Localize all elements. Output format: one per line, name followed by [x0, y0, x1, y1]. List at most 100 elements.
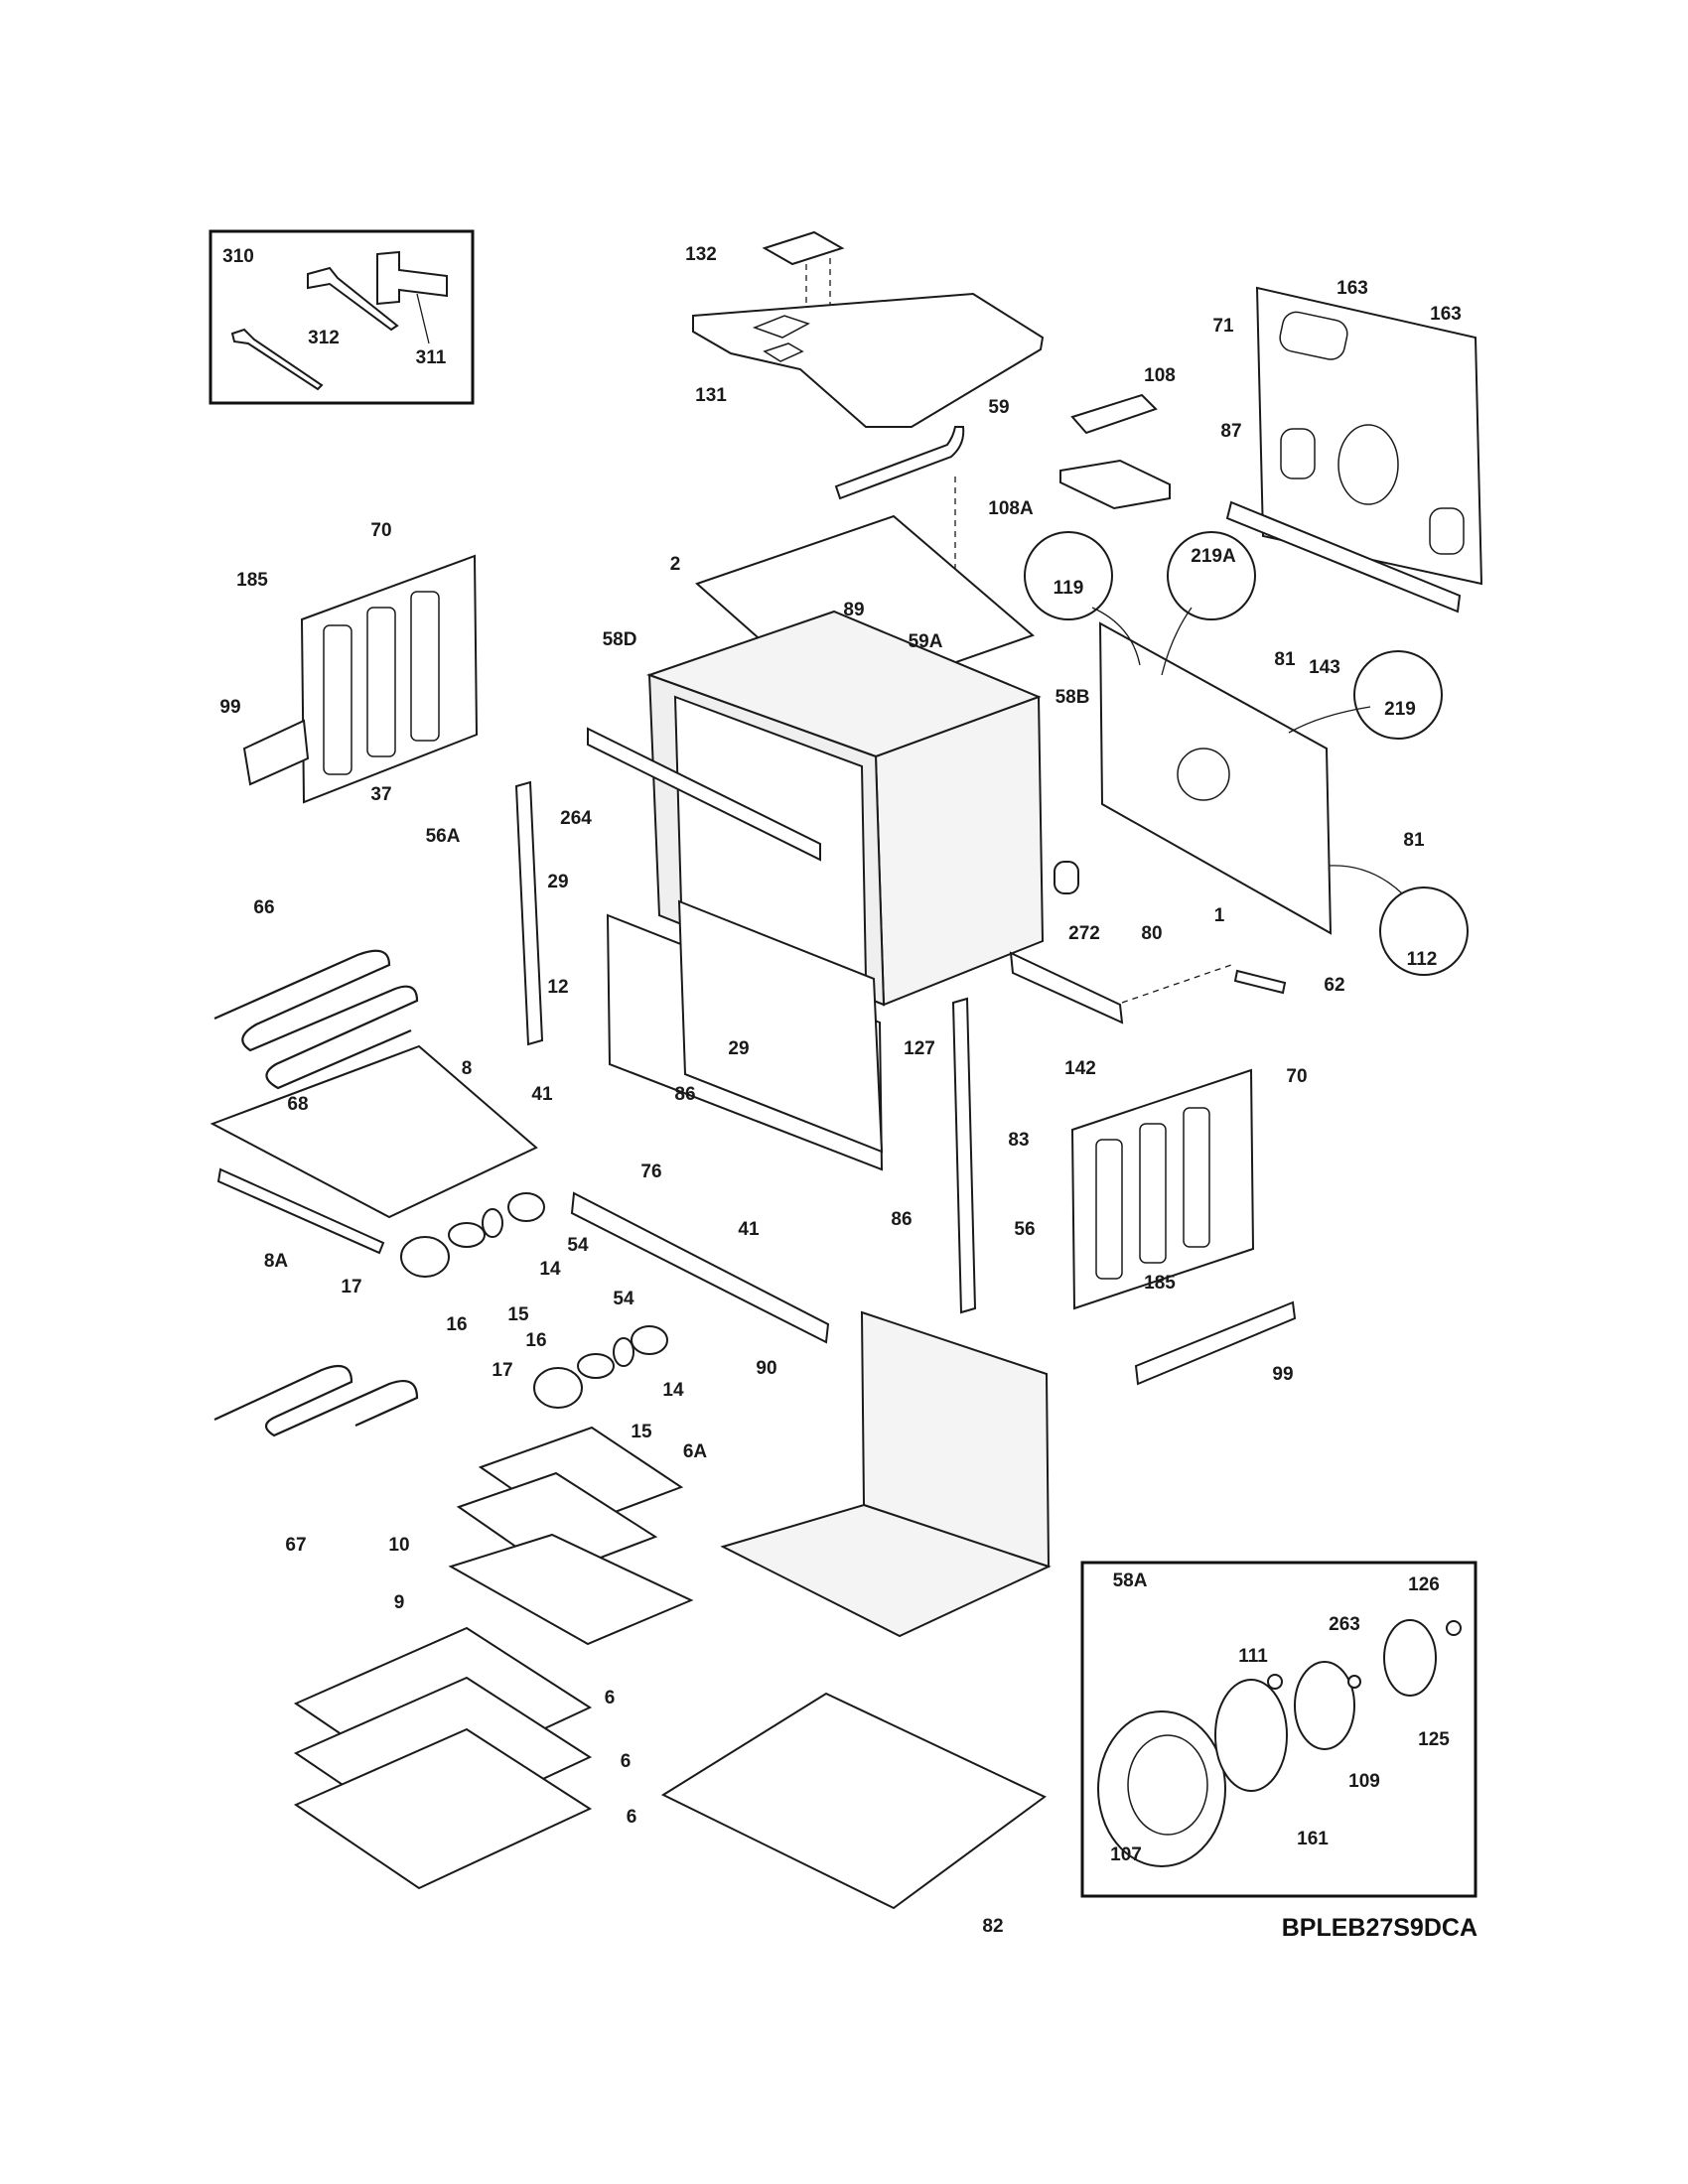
label-81-bottom: 81: [1403, 830, 1425, 851]
label-14-bottom: 14: [662, 1380, 684, 1401]
part-56-rail: [951, 997, 977, 1314]
panel-71-window-left: [1280, 428, 1316, 479]
callout-119-circle: [1024, 531, 1113, 620]
label-312: 312: [308, 328, 340, 348]
panel-70-left-slot-a: [323, 624, 352, 775]
part-58A-base: [720, 1503, 1052, 1638]
broil-pan: [210, 1044, 538, 1255]
part-54b-socket: [631, 1325, 668, 1355]
label-125: 125: [1418, 1729, 1450, 1750]
part-16a-lens: [400, 1236, 450, 1278]
label-41-top: 41: [531, 1084, 553, 1105]
part-15a-bulb: [448, 1222, 486, 1248]
panel-70-right-slot-b: [1139, 1123, 1167, 1264]
part-132-cover: [762, 230, 845, 266]
label-112: 112: [1407, 949, 1438, 970]
leader-311: [416, 293, 430, 344]
part-62-terminal: [1233, 969, 1287, 995]
label-67: 67: [285, 1535, 306, 1556]
label-142: 142: [1064, 1058, 1096, 1079]
part-54a-socket: [507, 1192, 545, 1222]
label-99-left: 99: [219, 697, 240, 718]
label-161: 161: [1297, 1829, 1329, 1849]
part-66-element: [213, 949, 419, 1090]
label-219: 219: [1384, 699, 1416, 720]
part-9-pan: [448, 1533, 694, 1646]
label-119: 119: [1054, 578, 1084, 599]
panel-70-right-slot-a: [1095, 1139, 1123, 1280]
part-263-washer: [1347, 1675, 1361, 1689]
part-8A-strip: [216, 1167, 385, 1255]
arrow-112: [1328, 865, 1403, 894]
label-70-left: 70: [370, 520, 391, 541]
label-310: 310: [222, 246, 254, 267]
callout-219A-circle: [1167, 531, 1256, 620]
part-272-cap: [1054, 861, 1079, 894]
label-219A: 219A: [1191, 546, 1236, 567]
label-6-top: 6: [605, 1688, 616, 1708]
label-68: 68: [287, 1094, 308, 1115]
label-126: 126: [1408, 1574, 1440, 1595]
part-14a-spring: [482, 1208, 503, 1238]
label-109: 109: [1348, 1771, 1380, 1792]
part-108: [1070, 393, 1158, 435]
control-bracket-assembly: [1024, 531, 1469, 995]
part-87-rail: [1225, 500, 1462, 614]
callout-219-circle: [1353, 650, 1443, 740]
dash-142: [1121, 964, 1232, 1004]
label-90: 90: [756, 1358, 776, 1379]
label-132: 132: [685, 244, 717, 265]
side-panel-70-right: [1070, 1068, 1297, 1386]
label-8A: 8A: [264, 1251, 289, 1272]
label-2: 2: [670, 554, 681, 575]
label-54-top: 54: [567, 1235, 589, 1256]
part-90-rail: [570, 1191, 830, 1344]
label-58B: 58B: [1055, 687, 1090, 708]
label-58A: 58A: [1113, 1570, 1148, 1591]
label-17-bottom: 17: [492, 1360, 512, 1381]
label-37: 37: [370, 784, 391, 805]
label-108: 108: [1144, 365, 1176, 386]
detail-131-tab: [752, 315, 810, 362]
racks-and-pans: [293, 1426, 694, 1890]
label-127: 127: [904, 1038, 935, 1059]
label-17-top: 17: [341, 1277, 361, 1297]
label-56A: 56A: [426, 826, 461, 847]
part-14b-spring: [613, 1337, 634, 1367]
part-161-element: [1214, 1679, 1288, 1792]
label-263: 263: [1329, 1614, 1360, 1635]
label-58D: 58D: [603, 629, 637, 650]
top-vent-assembly: [692, 230, 1045, 428]
lamp-assemblies: [400, 1192, 668, 1409]
panel-71-window-right: [1429, 507, 1465, 555]
label-163-left: 163: [1336, 278, 1368, 299]
label-41-bottom: 41: [738, 1219, 760, 1240]
panel-70-left-slot-c: [410, 591, 440, 742]
bracket-1-round-cutout: [1177, 748, 1230, 801]
part-264-trim: [587, 727, 821, 862]
part-99-right-rail: [1134, 1300, 1297, 1386]
arrow-219A: [1161, 607, 1193, 676]
label-15-top: 15: [507, 1304, 529, 1325]
part-125-motor: [1383, 1619, 1437, 1697]
label-311: 311: [416, 347, 447, 368]
label-56: 56: [1014, 1219, 1035, 1240]
bottom-tray: [660, 1692, 1047, 1910]
inset-convection-fan: [1080, 1561, 1477, 1898]
label-143: 143: [1309, 657, 1340, 678]
part-108A: [1059, 459, 1171, 510]
label-59: 59: [988, 397, 1009, 418]
part-71-panel: [1255, 286, 1483, 586]
label-111: 111: [1238, 1646, 1268, 1667]
part-56A-rail: [514, 780, 544, 1046]
part-311-bracket: [376, 250, 448, 306]
label-71: 71: [1212, 316, 1234, 337]
part-312-bracket: [307, 266, 399, 332]
heating-elements: [213, 949, 419, 1437]
part-59-hose: [834, 426, 965, 500]
label-62: 62: [1324, 975, 1344, 996]
label-6A: 6A: [683, 1441, 708, 1462]
part-6c-rack: [293, 1727, 593, 1890]
label-29-top: 29: [547, 872, 568, 892]
part-70-left-panel: [300, 554, 479, 804]
